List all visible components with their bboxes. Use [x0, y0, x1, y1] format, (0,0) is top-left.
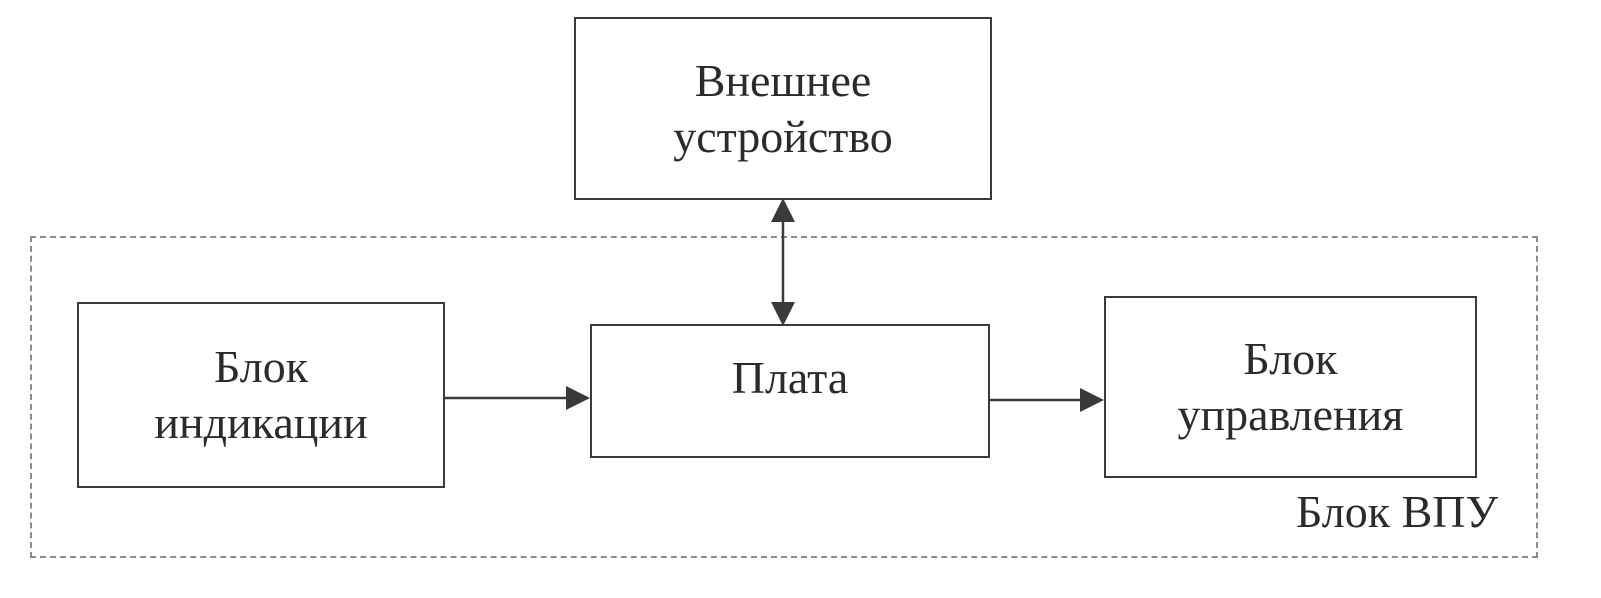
arrowhead-board-to-control: [1080, 388, 1104, 412]
control-block-label: Блок управления: [1177, 333, 1404, 440]
vpu-block-group-label: Блок ВПУ: [1296, 486, 1499, 537]
external-device-label: Внешнее устройство: [673, 54, 893, 162]
board-box: Плата: [590, 324, 990, 458]
indication-block-label: Блок индикации: [154, 341, 368, 448]
arrowhead-indication-to-board: [566, 386, 590, 410]
arrowhead-to-board: [771, 302, 795, 326]
arrowhead-to-external-device: [771, 198, 795, 222]
external-device-box: Внешнее устройство: [574, 17, 992, 200]
control-block-box: Блок управления: [1104, 296, 1477, 478]
board-label: Плата: [731, 352, 849, 403]
indication-block-box: Блок индикации: [77, 302, 445, 488]
